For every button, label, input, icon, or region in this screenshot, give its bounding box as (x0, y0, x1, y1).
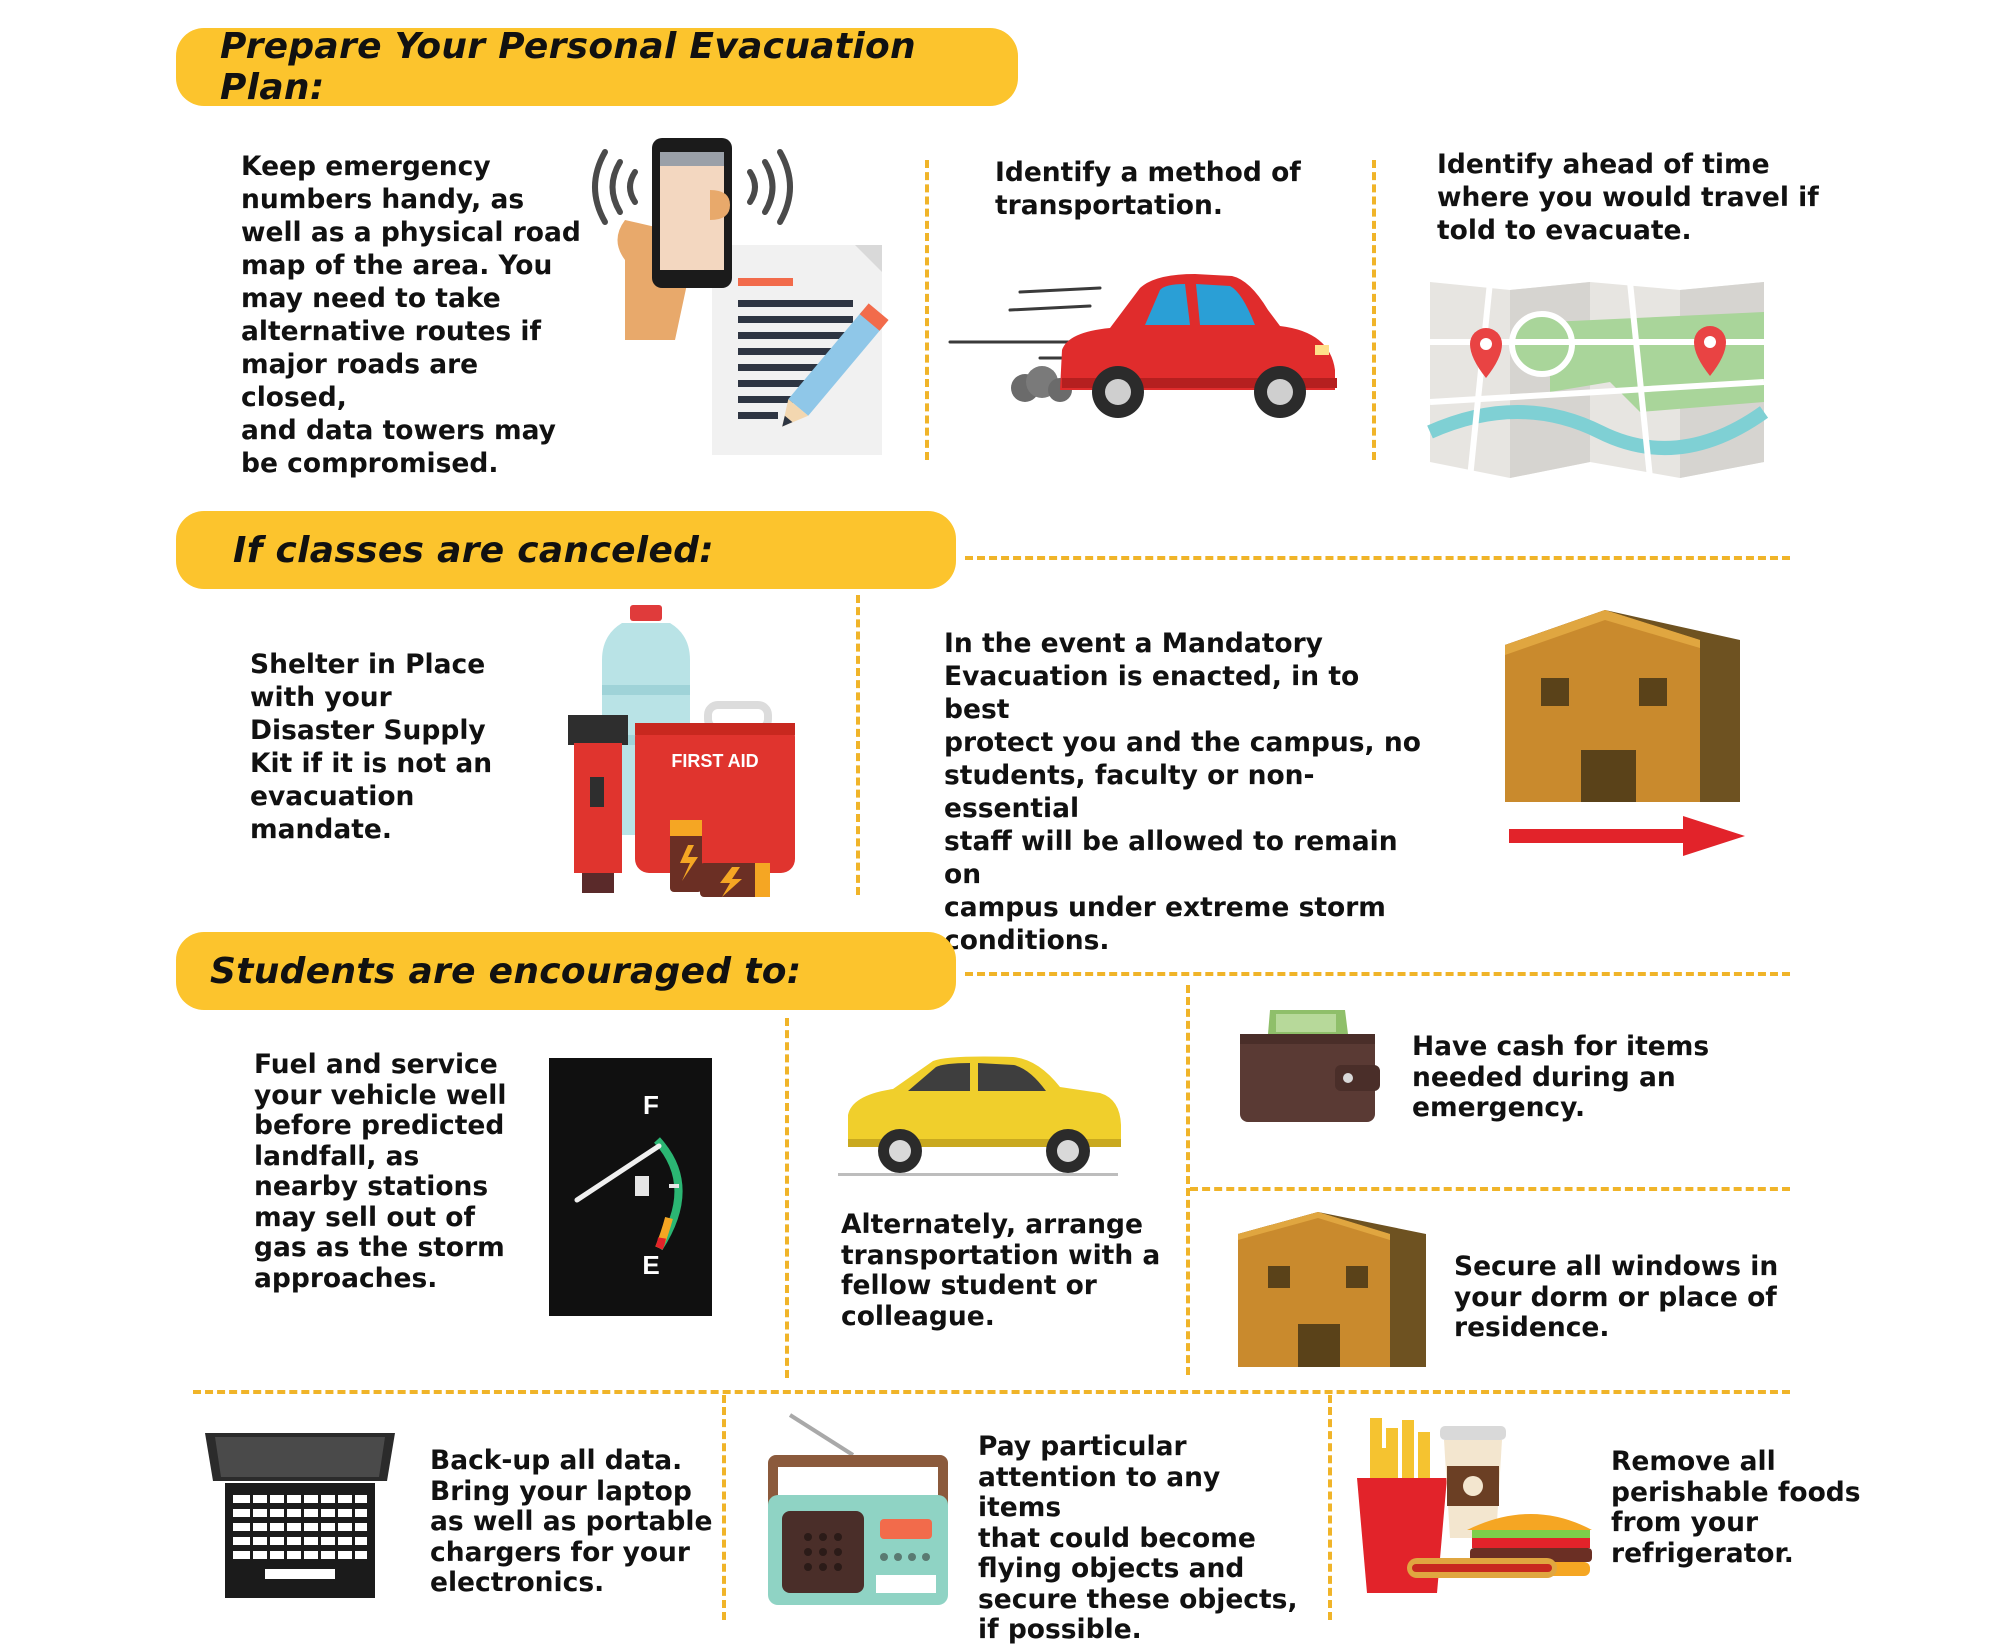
tip-destination: Identify ahead of time where you would t… (1437, 149, 1819, 246)
tip-mandatory-evacuation: In the event a Mandatory Evacuation is e… (944, 628, 1421, 956)
section-banner-prepare: Prepare Your Personal Evacuation Plan: (176, 26, 1018, 108)
map-icon (1427, 281, 1769, 479)
radio-icon (768, 1413, 948, 1605)
dorm-building-icon (1238, 1212, 1426, 1367)
fast-food-icon (1357, 1418, 1592, 1593)
supply-kit-icon: FIRST AID (568, 605, 795, 897)
divider-horizontal (965, 972, 1790, 976)
divider-vertical (1328, 1395, 1332, 1620)
tip-secure-windows: Secure all windows in your dorm or place… (1454, 1251, 1779, 1343)
tip-transportation: Identify a method of transportation. (995, 157, 1301, 221)
section-title-prepare: Prepare Your Personal Evacuation Plan: (220, 26, 916, 108)
tip-have-cash: Have cash for items needed during an eme… (1412, 1031, 1710, 1123)
divider-vertical (1372, 160, 1376, 460)
divider-horizontal (1190, 1187, 1790, 1191)
tip-arrange-transportation: Alternately, arrange transportation with… (841, 1209, 1161, 1332)
kit-label: FIRST AID (671, 751, 758, 771)
divider-horizontal (193, 1390, 1790, 1394)
section-banner-students: Students are encouraged to: (176, 932, 956, 1010)
tip-shelter-in-place: Shelter in Place with your Disaster Supp… (250, 649, 493, 845)
tip-perishable-foods: Remove all perishable foods from your re… (1611, 1446, 1861, 1569)
fuel-gauge-icon: F E (549, 1058, 712, 1316)
wallet-icon (1240, 1010, 1380, 1122)
red-car-icon (948, 274, 1337, 418)
section-title-canceled: If classes are canceled: (233, 529, 714, 571)
divider-vertical (722, 1395, 726, 1620)
tip-backup-data: Back-up all data. Bring your laptop as w… (430, 1445, 713, 1598)
phone-and-document-icon (592, 138, 889, 455)
divider-horizontal (965, 556, 1790, 560)
divider-vertical (785, 1018, 789, 1378)
tip-fuel-vehicle: Fuel and service your vehicle well befor… (254, 1049, 507, 1294)
divider-vertical (1186, 985, 1190, 1375)
tip-flying-objects: Pay particular attention to any items th… (978, 1431, 1298, 1645)
building-with-arrow-icon (1505, 610, 1745, 856)
laptop-icon (205, 1433, 395, 1598)
svg-text:F: F (643, 1090, 659, 1120)
yellow-car-icon (838, 1056, 1121, 1176)
section-banner-canceled: If classes are canceled: (176, 511, 956, 589)
divider-vertical (856, 595, 860, 895)
svg-text:E: E (642, 1250, 659, 1280)
divider-vertical (925, 160, 929, 460)
section-title-students: Students are encouraged to: (210, 950, 802, 992)
tip-emergency-numbers: Keep emergency numbers handy, as well as… (241, 151, 581, 479)
